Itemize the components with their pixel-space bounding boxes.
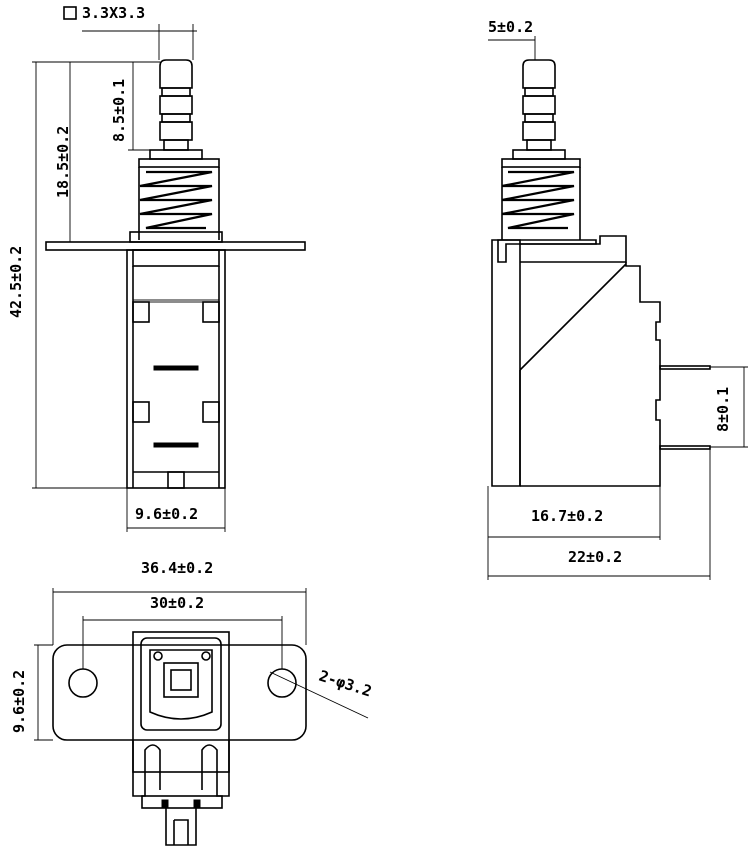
spring-collar	[149, 149, 203, 160]
bottom-view: 36.4±0.2 30±0.2 9.6±0.2 2-φ3.2	[10, 559, 374, 846]
side-body-profile	[520, 262, 661, 487]
spring	[139, 170, 213, 230]
body-depth-label: 16.7±0.2	[531, 507, 603, 525]
bottom-flange	[52, 644, 307, 741]
bottom-plunger-tip	[165, 808, 197, 846]
square-size-label: 3.3X3.3	[82, 4, 145, 22]
side-plunger-cap	[522, 59, 556, 89]
plunger-height-label: 8.5±0.1	[110, 79, 128, 142]
mounting-hole-left	[68, 668, 98, 698]
flange-height-label: 9.6±0.2	[10, 670, 28, 733]
body-width-label: 9.6±0.2	[135, 505, 198, 523]
plunger-cap	[159, 59, 193, 89]
side-spring	[501, 170, 575, 230]
flange-length-label: 36.4±0.2	[141, 559, 213, 577]
side-view: 5±0.2 8±0.1 16.7±0.2 22±0.2	[487, 18, 748, 580]
spring-height-label: 18.5±0.2	[54, 126, 72, 198]
square-symbol-box	[63, 6, 77, 20]
front-view: 3.3X3.3 42.5±0	[7, 4, 306, 532]
total-depth-label: 22±0.2	[568, 548, 622, 566]
total-height-label: 42.5±0.2	[7, 246, 25, 318]
hole-spacing-label: 30±0.2	[150, 594, 204, 612]
plunger-width-label: 5±0.2	[488, 18, 533, 36]
pin-upper	[659, 365, 711, 370]
mounting-flange-plate	[45, 241, 306, 251]
pin-pitch-label: 8±0.1	[714, 387, 732, 432]
pin-lower	[659, 445, 711, 450]
hole-callout-label: 2-φ3.2	[317, 667, 374, 701]
plunger-square	[163, 662, 199, 698]
